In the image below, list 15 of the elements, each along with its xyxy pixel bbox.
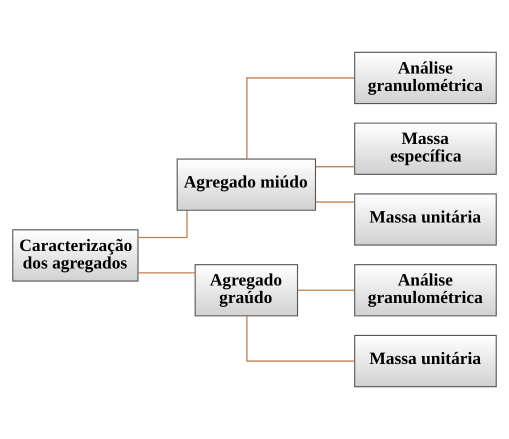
connector [138,210,188,238]
node-box: Análise granulométrica [354,52,497,104]
connector [316,201,355,203]
node-box: Massa específica [354,122,497,175]
connector [138,272,196,274]
connector [316,166,355,168]
node-box: Massa unitária [354,193,497,246]
connector [246,316,354,362]
node-box: Agregado miúdo [176,158,316,211]
connector [298,290,354,291]
node-box: Agregado graúdo [194,264,298,316]
node-box: Caracterização dos agregados [12,229,139,282]
node-box: Massa unitária [354,334,497,388]
connector [246,77,354,159]
node-box: Análise granulométrica [354,264,497,316]
